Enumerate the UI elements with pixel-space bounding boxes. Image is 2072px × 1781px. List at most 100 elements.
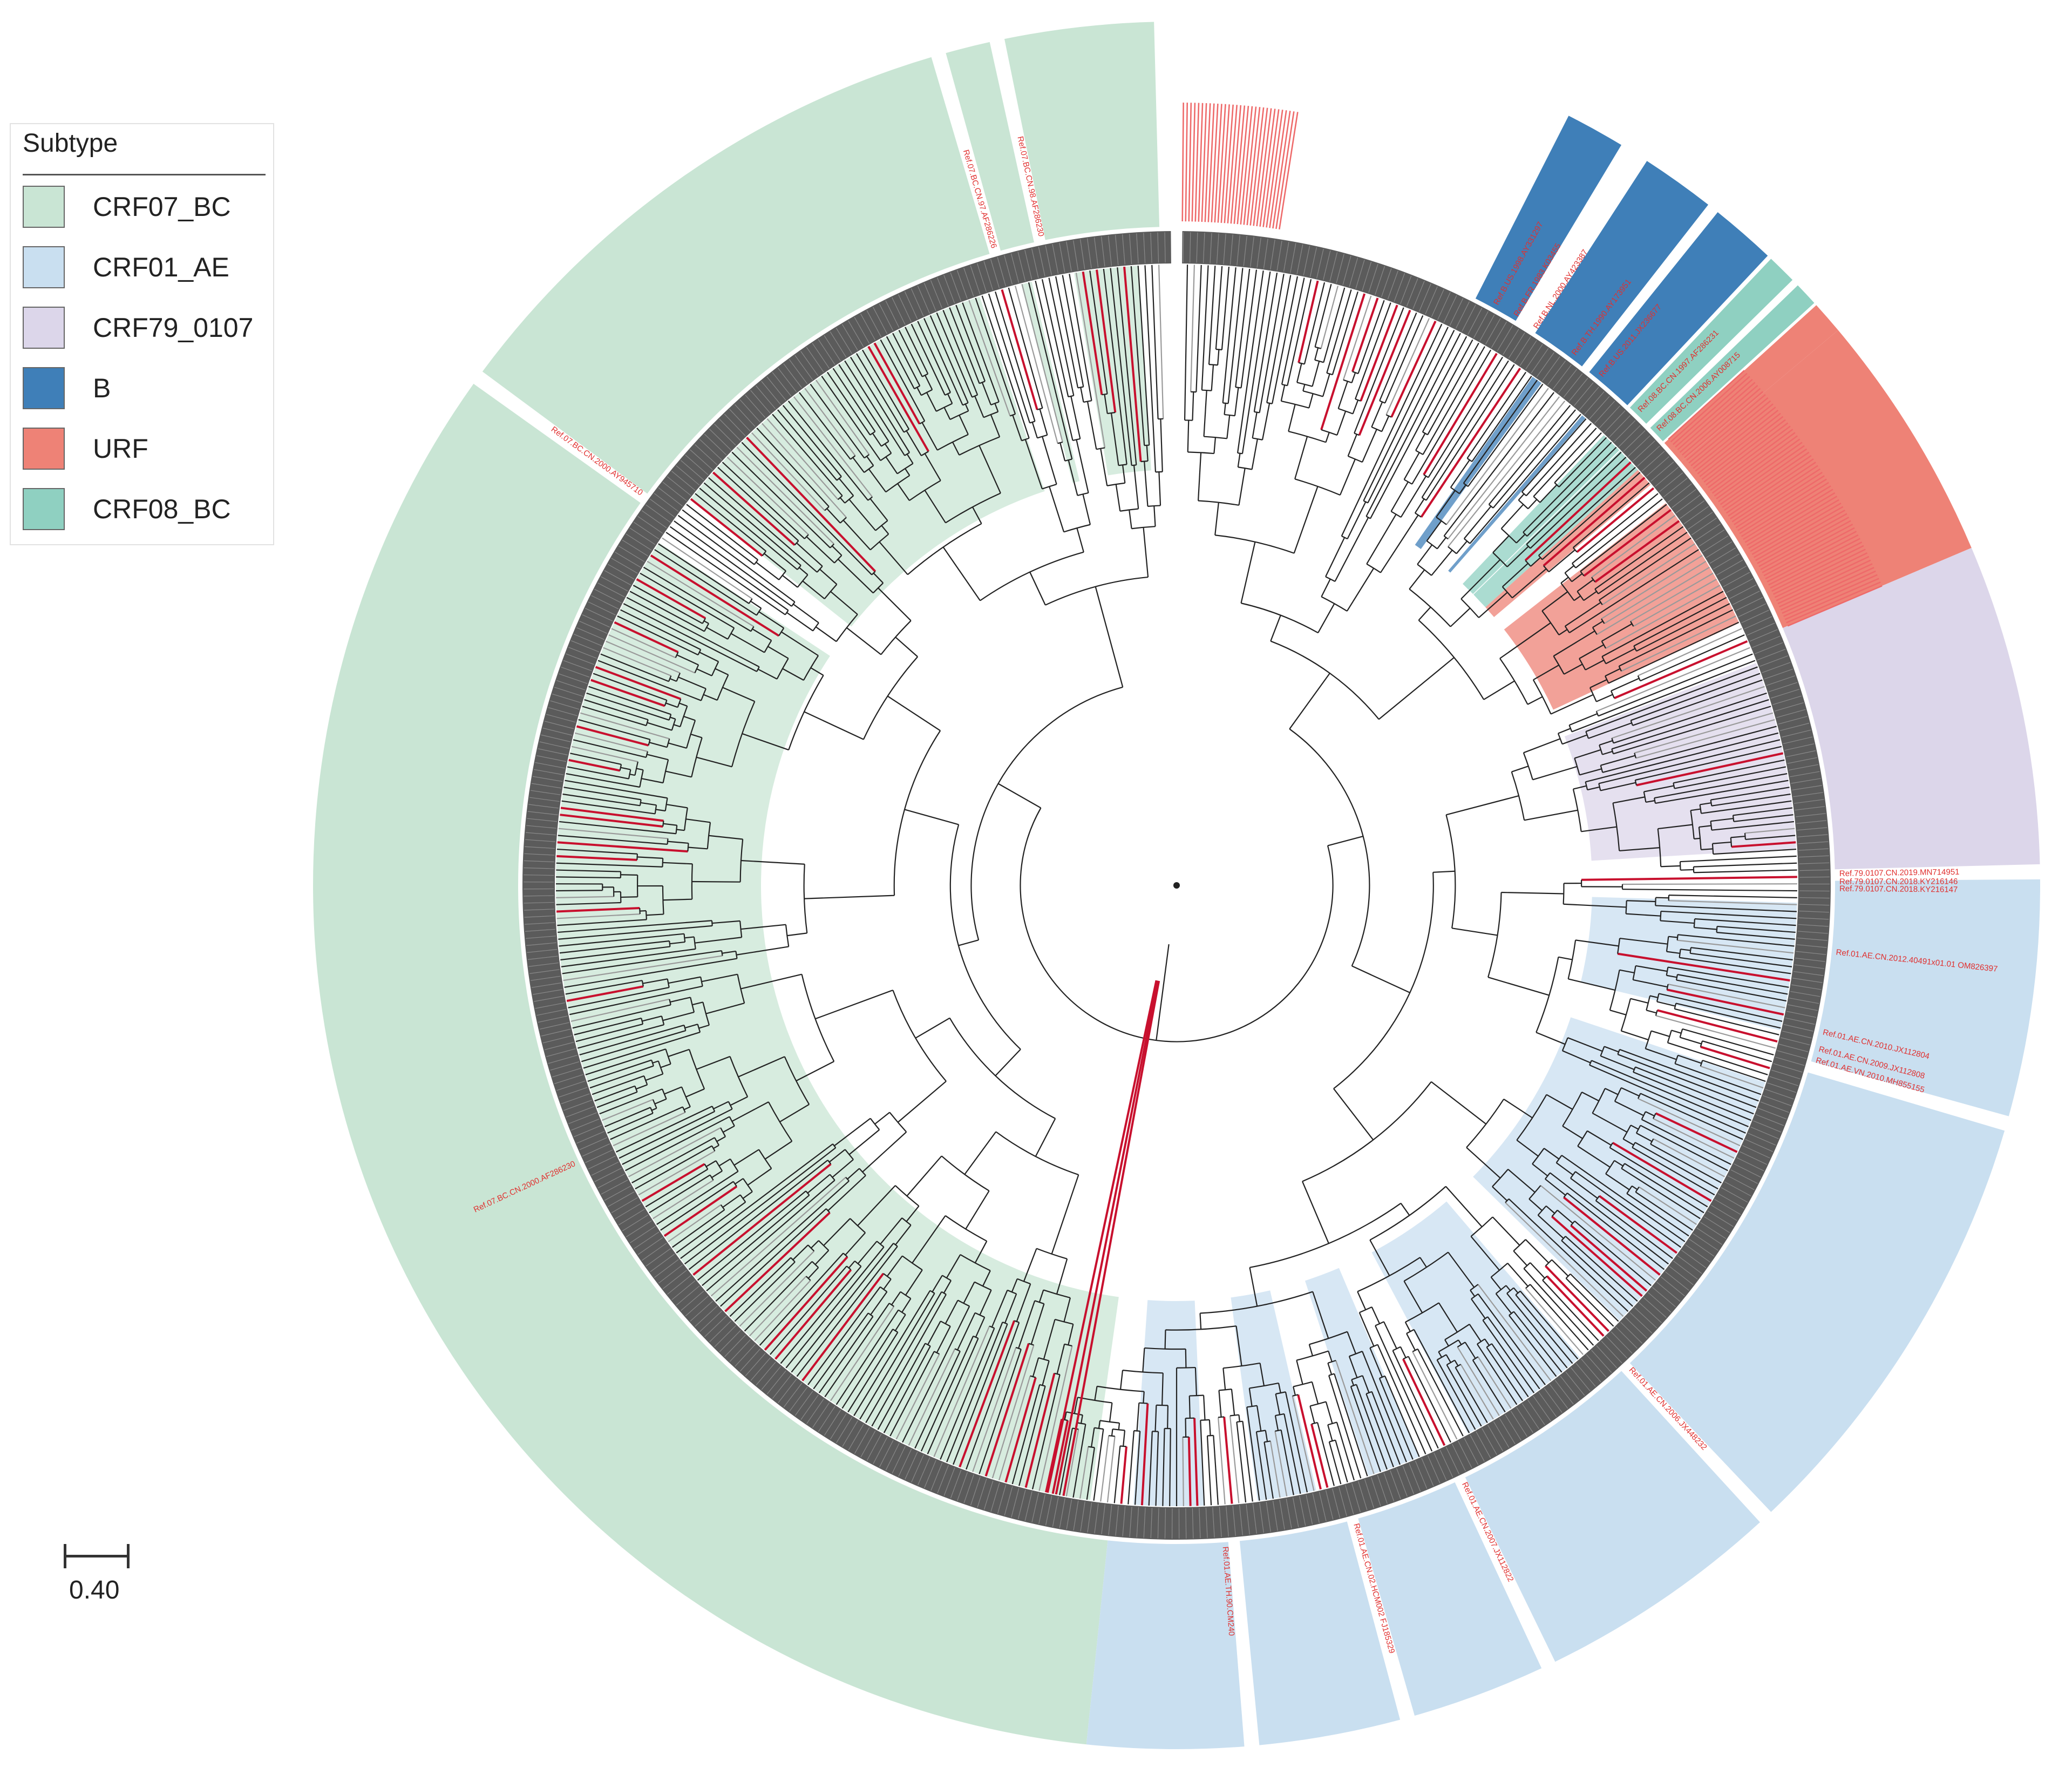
- tree-branch: [807, 1286, 881, 1385]
- tip-label: [550, 1061, 580, 1071]
- tip-label: [1004, 255, 1013, 285]
- tree-branch: [1269, 1441, 1281, 1498]
- tip-label: [1412, 281, 1425, 309]
- tip-label: [936, 277, 949, 306]
- tree-branch: [787, 932, 807, 937]
- tree-branch: [867, 346, 930, 452]
- tree-branch: [1605, 1160, 1615, 1174]
- tree-branch: [636, 768, 643, 771]
- tree-branch: [1487, 1316, 1540, 1390]
- tip-label: [524, 909, 554, 911]
- tree-branch: [1506, 1287, 1514, 1294]
- tip-label: [1336, 254, 1344, 283]
- tip-label: [1521, 1403, 1539, 1429]
- tip-label: [956, 270, 968, 299]
- tip-label: [1080, 1501, 1085, 1532]
- tree-branch: [1154, 1405, 1157, 1432]
- tree-branch: [1088, 1446, 1095, 1448]
- tree-branch: [684, 1147, 837, 1265]
- tip-label: [556, 680, 586, 690]
- tree-branch: [720, 1127, 726, 1137]
- tip-label: [1073, 240, 1079, 270]
- tree-branch: [640, 802, 657, 806]
- tree-branch: [566, 773, 640, 788]
- tree-branch: [1575, 1171, 1681, 1248]
- tree-branch: [566, 985, 644, 1003]
- tree-branch: [1023, 1248, 1037, 1282]
- urf-tip-label: [1765, 531, 1857, 580]
- tree-branch: [1327, 1363, 1333, 1375]
- tree-branch: [704, 623, 710, 632]
- tip-label: [1689, 1238, 1715, 1257]
- tree-branch: [775, 1269, 852, 1360]
- tip-label: [1661, 1276, 1685, 1296]
- tree-branch: [1404, 479, 1412, 485]
- tree-branch: [1436, 1359, 1476, 1430]
- tree-branch: [1656, 1009, 1778, 1043]
- tree-branch: [1649, 995, 1659, 999]
- tree-branch: [710, 1176, 846, 1297]
- tree-branch: [1502, 563, 1528, 587]
- tree-branch: [1266, 275, 1292, 403]
- tree-branch: [895, 1353, 940, 1440]
- tree-branch: [764, 553, 786, 572]
- tip-label: [1643, 1297, 1667, 1318]
- tip-label: [963, 1474, 974, 1504]
- tip-label: [1510, 1411, 1527, 1437]
- tree-branch: [1241, 271, 1271, 454]
- tree-branch: [1668, 900, 1797, 905]
- tree-branch: [1519, 1290, 1579, 1360]
- tree-branch: [1507, 1169, 1536, 1193]
- tree-branch: [1621, 615, 1736, 672]
- tree-branch: [692, 1163, 832, 1276]
- tree-branch: [1592, 1113, 1628, 1133]
- tip-label: [1799, 904, 1830, 906]
- tip-label: [571, 1119, 600, 1131]
- tree-branch: [877, 1343, 926, 1430]
- tree-branch: [1406, 1329, 1415, 1335]
- tree-branch: [638, 1150, 716, 1196]
- tree-branch: [1366, 1393, 1394, 1467]
- tree-branch: [898, 329, 923, 377]
- tree-branch: [962, 302, 1000, 402]
- tip-label: [527, 811, 558, 815]
- tip-label: [1681, 1250, 1707, 1268]
- tree-branch: [556, 862, 663, 868]
- tree-branch: [1120, 508, 1139, 512]
- tree-branch: [1530, 1284, 1589, 1351]
- tree-branch: [1320, 286, 1339, 349]
- tree-branch: [1420, 368, 1521, 518]
- tip-label: [1396, 1468, 1408, 1497]
- tree-branch: [1690, 808, 1701, 811]
- tree-branch: [1626, 913, 1661, 917]
- tip-label: [1786, 750, 1816, 757]
- tree-branch: [1530, 557, 1541, 567]
- tree-branch: [1539, 484, 1558, 503]
- tree-branch: [1311, 1421, 1318, 1425]
- tip-label: [528, 804, 559, 809]
- tree-branch: [1492, 1169, 1509, 1187]
- clade-highlight: [1580, 897, 1797, 1031]
- subtype-band: [1004, 22, 1160, 240]
- tip-label: [854, 317, 870, 344]
- tip-label: [1782, 1031, 1812, 1039]
- tree-branch: [1294, 436, 1308, 479]
- tip-label: [841, 324, 858, 351]
- tree-branch: [1333, 872, 1434, 1089]
- tree-branch: [1657, 824, 1693, 830]
- tree-branch: [1224, 403, 1226, 415]
- tree-branch: [1422, 346, 1485, 455]
- tree-branch: [1158, 265, 1164, 419]
- tip-label: [619, 1209, 645, 1225]
- tip-label: [1685, 1244, 1710, 1263]
- tree-branch: [1630, 998, 1649, 1004]
- tree-branch: [1495, 1293, 1512, 1314]
- tree-branch: [570, 753, 622, 766]
- tip-label: [1672, 489, 1696, 508]
- tree-branch: [826, 371, 871, 436]
- tree-branch: [1227, 268, 1244, 404]
- tree-branch: [776, 658, 789, 680]
- tree-branch: [1426, 520, 1442, 541]
- legend-label: CRF79_0107: [93, 313, 254, 343]
- tree-branch: [664, 1086, 682, 1095]
